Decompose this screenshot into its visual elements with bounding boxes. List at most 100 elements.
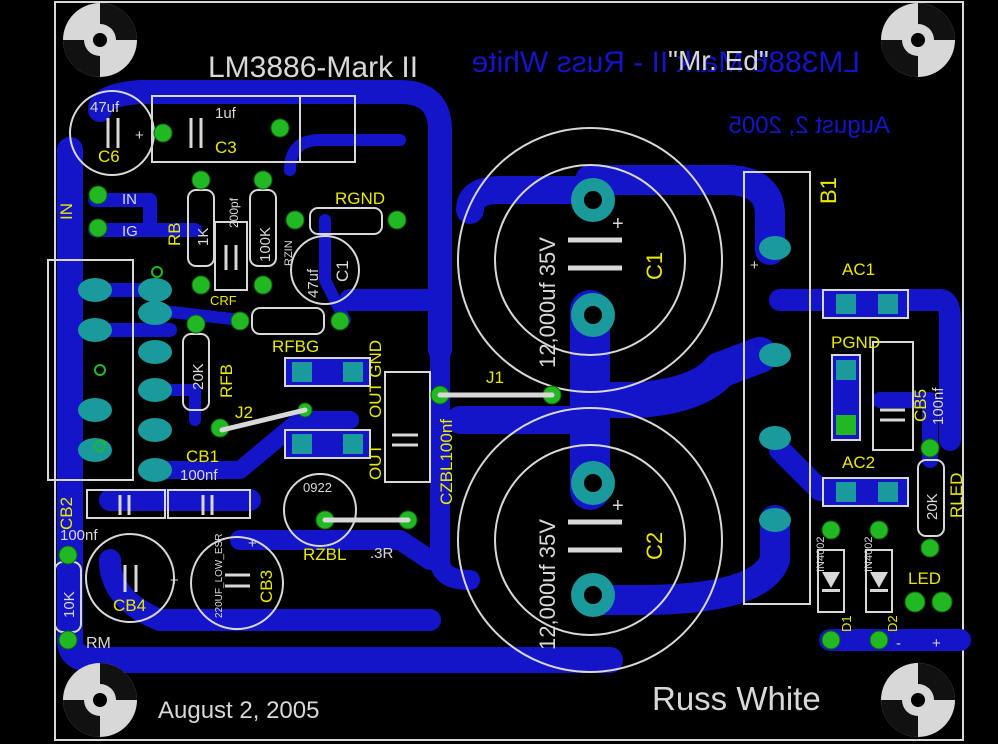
c6-label: C6 bbox=[98, 147, 120, 166]
ic-pad-5 bbox=[138, 418, 172, 442]
c1-inner-outline bbox=[494, 164, 686, 356]
in-pin-label: IN bbox=[122, 191, 137, 208]
cb5-value: 100nf bbox=[930, 387, 947, 425]
mirrored-title-group: LM3886 Mark II - Russ White bbox=[472, 46, 860, 79]
trace-ac1 bbox=[769, 289, 961, 451]
d1-arrow bbox=[822, 572, 840, 588]
ic-pad-4 bbox=[138, 378, 172, 402]
c2-pad-pos-hole bbox=[584, 474, 602, 492]
led-plus: + bbox=[932, 635, 941, 652]
designator-labels: C6 C3 IN IG RGND RFBG J2 J1 CB1 RZBL CB4… bbox=[86, 138, 941, 652]
rled-label: RLED bbox=[947, 473, 966, 518]
rm-pad-a bbox=[58, 545, 78, 565]
board-date: August 2, 2005 bbox=[158, 697, 319, 724]
trace-out bbox=[146, 411, 359, 479]
rb-value: 1K bbox=[195, 228, 212, 246]
mount-hole-bl bbox=[63, 663, 137, 737]
rzin-pad-a bbox=[253, 170, 273, 190]
b1-label: B1 bbox=[816, 177, 841, 204]
rgnd-body bbox=[309, 207, 383, 235]
c1-small-outline bbox=[290, 235, 360, 305]
cb4-label: CB4 bbox=[113, 596, 146, 615]
czbl-label: CZBL100nf bbox=[437, 419, 456, 505]
c1-plus: + bbox=[612, 213, 624, 235]
pads bbox=[58, 118, 953, 650]
trace-neg-rail bbox=[575, 505, 790, 615]
cb2-label: CB2 bbox=[57, 497, 76, 530]
b1-pad-ac2 bbox=[759, 426, 791, 450]
d2-pad-a bbox=[869, 520, 889, 540]
rgnd-label: RGND bbox=[335, 189, 385, 208]
j1-label: J1 bbox=[486, 368, 504, 387]
rled-pad-b bbox=[920, 538, 940, 558]
value-labels: 47uf 1uf + 100nf 100nf .3R 0922 CRF - + … bbox=[60, 99, 941, 652]
ic-pad-3 bbox=[138, 340, 172, 364]
c1-small-label: C1 bbox=[333, 260, 352, 282]
ic-pad-6 bbox=[138, 458, 172, 482]
big-cap-symbols bbox=[568, 237, 622, 553]
trace-center-gnd bbox=[572, 337, 778, 418]
d1-pad-b bbox=[821, 630, 841, 650]
rb-pad-a bbox=[191, 170, 211, 190]
mounting-holes bbox=[63, 3, 955, 737]
trace-c1s bbox=[319, 214, 351, 326]
rzbl-outline bbox=[283, 473, 357, 547]
d2-arrow bbox=[870, 572, 888, 588]
led-pad-a bbox=[904, 591, 926, 613]
trace-top-loop bbox=[88, 80, 452, 362]
c3-value: 1uf bbox=[215, 105, 237, 122]
d1-type: IN4002 bbox=[815, 537, 827, 572]
silkscreen bbox=[47, 90, 945, 673]
cb5-box bbox=[872, 341, 914, 451]
in-pad bbox=[88, 185, 108, 205]
rfbg-label: RFBG bbox=[272, 337, 319, 356]
rm-label: RM bbox=[86, 635, 111, 652]
b1-pad-neg bbox=[759, 508, 791, 532]
ic-pad-1 bbox=[138, 278, 172, 302]
c1-label: C1 bbox=[642, 252, 667, 280]
b1-pad-ac1 bbox=[759, 343, 791, 367]
board-text: LM3886-Mark II "Mr. Ed" August 2, 2005 R… bbox=[158, 45, 821, 724]
cb3-outline bbox=[190, 536, 284, 630]
cb-box-left bbox=[86, 489, 166, 519]
out-gnd-label: OUT GND bbox=[366, 340, 385, 418]
rzin-value: 100K bbox=[257, 227, 274, 262]
c3-pad-b bbox=[270, 118, 290, 138]
b1-pad-pos bbox=[759, 236, 791, 260]
rzin-label: RZIN bbox=[283, 240, 295, 266]
c1-value: 12,000uf 35V bbox=[535, 237, 560, 368]
rb-pad-b bbox=[191, 275, 211, 295]
rb-label: RB bbox=[165, 222, 184, 246]
rzbl-value: .3R bbox=[370, 545, 394, 562]
rzin-pad-b bbox=[253, 275, 273, 295]
c2-outline bbox=[457, 407, 723, 673]
led-label: LED bbox=[908, 569, 941, 588]
c2-plus: + bbox=[612, 495, 624, 517]
led-pad-b bbox=[931, 591, 953, 613]
mirrored-title: LM3886 Mark II - Russ White bbox=[472, 46, 860, 79]
j2-wire bbox=[219, 407, 308, 433]
out-pad-a bbox=[292, 434, 312, 454]
ig-pin-label: IG bbox=[122, 223, 138, 240]
c2-pad-neg-hole bbox=[584, 586, 602, 604]
rfbg-pad-a bbox=[230, 311, 250, 331]
ac2-pad-b bbox=[878, 482, 898, 502]
board-author: Russ White bbox=[652, 680, 821, 717]
ac2-label: AC2 bbox=[842, 453, 875, 472]
cb3-label: CB3 bbox=[257, 570, 276, 603]
c6-plus: + bbox=[135, 127, 144, 144]
out-pad-b bbox=[343, 434, 363, 454]
cb4-outline bbox=[85, 533, 175, 623]
c3-pad-a bbox=[153, 123, 173, 143]
d1-body bbox=[817, 549, 845, 613]
czbl-box bbox=[384, 371, 431, 483]
b1-plus: + bbox=[750, 257, 759, 274]
pgnd-pad-b bbox=[836, 415, 856, 435]
c1-small-value: 47uf bbox=[305, 268, 322, 298]
mount-hole-br bbox=[881, 663, 955, 737]
c6-value: 47uf bbox=[90, 99, 120, 116]
rfb-label: RFB bbox=[217, 364, 236, 398]
cb3-value: 220UF_LOW_ESR bbox=[214, 534, 225, 618]
rfb-pad-a bbox=[186, 314, 206, 334]
outgnd-pad-a bbox=[292, 362, 312, 382]
